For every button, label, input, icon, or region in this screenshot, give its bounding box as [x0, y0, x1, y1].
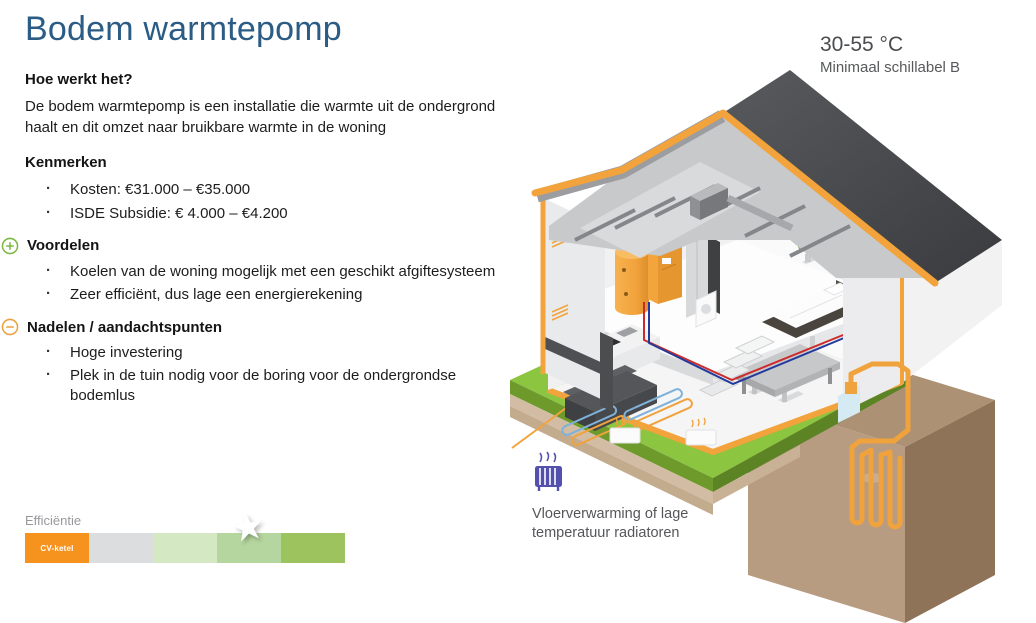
radiator-icon — [535, 451, 562, 491]
vent-grille — [551, 304, 569, 321]
page-title: Bodem warmtepomp — [25, 10, 342, 48]
ground-loop-pipes — [845, 361, 911, 530]
efficiency-label: Efficiëntie — [25, 513, 82, 528]
section-kenmerken: Kenmerken Kosten: €31.000 – €35.000 ISDE… — [25, 154, 503, 222]
section-how: Hoe werkt het? De bodem warmtepomp is ee… — [25, 71, 503, 138]
list-item: ISDE Subsidie: € 4.000 – €4.200 — [25, 203, 503, 223]
section-voordelen: Voordelen Koelen van de woning mogelijk … — [1, 237, 503, 304]
efficiency-segment — [153, 533, 217, 563]
list-item: Zeer efficiënt, dus lage een energiereke… — [25, 284, 503, 304]
kenmerken-heading: Kenmerken — [25, 154, 107, 172]
cv-ketel-label: CV-ketel — [40, 543, 74, 553]
efficiency-segment-cv-ketel: CV-ketel — [25, 533, 89, 563]
efficiency-bar: CV-ketel ★ — [25, 504, 345, 563]
roof-dark-plane — [723, 70, 1002, 283]
efficiency-segment-rating — [281, 533, 345, 563]
how-heading: Hoe werkt het? — [25, 71, 133, 89]
floor-heating-coils — [561, 388, 693, 446]
radiators-small — [609, 415, 717, 446]
nadelen-list: Hoge investering Plek in de tuin nodig v… — [25, 342, 503, 405]
nadelen-heading: Nadelen / aandachtspunten — [27, 318, 223, 336]
shell-label: Minimaal schillabel B — [820, 59, 961, 77]
list-item: Kosten: €31.000 – €35.000 — [25, 179, 503, 199]
roof-orange-trim — [531, 109, 939, 287]
how-body: De bodem warmtepomp is een installatie d… — [25, 98, 496, 136]
diagram-caption: Vloerverwarming of lage temperatuur radi… — [532, 506, 689, 542]
list-item: Hoge investering — [25, 342, 503, 362]
attic-interior — [549, 116, 928, 278]
roof — [531, 70, 1002, 287]
window-exterior — [838, 385, 860, 423]
kenmerken-list: Kosten: €31.000 – €35.000 ISDE Subsidie:… — [25, 179, 503, 223]
efficiency-segment — [217, 533, 281, 563]
temperature-block: 30-55 °C Minimaal schillabel B — [820, 33, 960, 76]
list-item: Koelen van de woning mogelijk met een ge… — [25, 261, 503, 281]
content-column: Bodem warmtepomp Hoe werkt het? De bodem… — [1, 10, 503, 419]
efficiency-segment — [89, 533, 153, 563]
temperature-value: 30-55 °C — [820, 33, 904, 56]
structural-wall — [600, 332, 613, 412]
house-diagram — [510, 70, 1002, 623]
voordelen-list: Koelen van de woning mogelijk met een ge… — [25, 261, 503, 304]
caption-leader-line — [511, 407, 567, 449]
minus-icon — [1, 318, 19, 336]
list-item: Plek in de tuin nodig voor de boring voo… — [25, 365, 503, 404]
left-exterior-wall — [540, 198, 605, 401]
efficiency-scale: Efficiëntie CV-ketel ★ — [25, 504, 345, 563]
section-nadelen: Nadelen / aandachtspunten Hoge investeri… — [1, 318, 503, 405]
plus-icon — [1, 237, 19, 255]
washing-machine — [695, 290, 717, 328]
voordelen-heading: Voordelen — [27, 237, 100, 255]
ventilation-unit — [690, 183, 794, 232]
